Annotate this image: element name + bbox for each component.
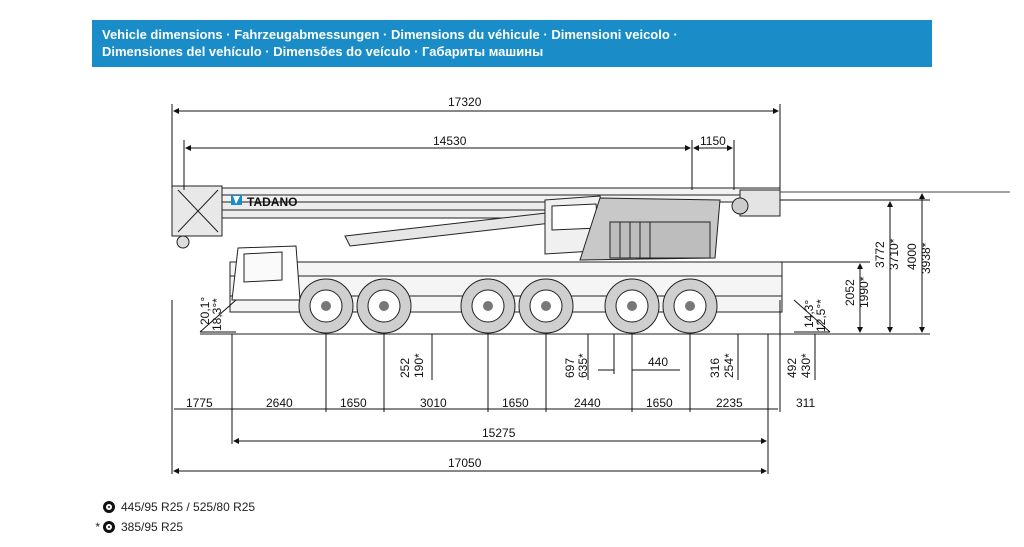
dim-boom-length: 14530 bbox=[433, 134, 467, 148]
wheels bbox=[298, 278, 718, 334]
wheel-2 bbox=[356, 278, 412, 334]
span-1650-b: 1650 bbox=[502, 396, 529, 410]
dim-height-4000: 4000 bbox=[905, 243, 919, 270]
dim-height-2052: 2052 bbox=[843, 279, 857, 306]
clearance-252: 252 bbox=[398, 358, 412, 378]
span-1650-c: 1650 bbox=[646, 396, 673, 410]
superstructure bbox=[544, 195, 721, 261]
top-dimensions bbox=[171, 104, 781, 190]
legend-row-standard: 445/95 R25 / 525/80 R25 bbox=[90, 497, 255, 517]
clearance-492: 492 bbox=[785, 358, 799, 378]
legend-row-optional: * 385/95 R25 bbox=[90, 517, 255, 537]
clearance-430: 430* bbox=[799, 353, 813, 378]
span-1650-a: 1650 bbox=[340, 396, 367, 410]
dim-total-length: 17320 bbox=[448, 95, 482, 109]
tyre-icon bbox=[103, 501, 115, 513]
tyre-legend: 445/95 R25 / 525/80 R25 * 385/95 R25 bbox=[90, 497, 255, 537]
departure-angle-rear-b: 12,5°* bbox=[814, 299, 828, 332]
span-2440: 2440 bbox=[574, 396, 601, 410]
clearance-697: 697 bbox=[563, 358, 577, 378]
legend-tyre-optional: 385/95 R25 bbox=[121, 520, 184, 534]
span-1775: 1775 bbox=[186, 396, 213, 410]
span-2640: 2640 bbox=[266, 396, 293, 410]
ground-clearance bbox=[431, 334, 816, 380]
wheel-6 bbox=[662, 278, 718, 334]
span-3010: 3010 bbox=[420, 396, 447, 410]
title-line-1: Vehicle dimensions · Fahrzeugabmessungen… bbox=[102, 27, 678, 42]
wheel-4 bbox=[518, 278, 574, 334]
approach-angle-front-b: 18,3°* bbox=[210, 298, 224, 331]
clearance-254: 254* bbox=[722, 353, 736, 378]
axle-spacing-lines bbox=[171, 300, 781, 474]
span-2235: 2235 bbox=[716, 396, 743, 410]
departure-angle-rear-a: 14,3° bbox=[802, 300, 816, 328]
height-dimensions bbox=[780, 193, 930, 333]
clearance-635: 635* bbox=[576, 353, 590, 378]
dim-rear-overhang: 1150 bbox=[700, 134, 726, 148]
overall-length: 17050 bbox=[448, 456, 482, 470]
span-311: 311 bbox=[796, 396, 815, 410]
approach-angle-front-a: 20,1° bbox=[198, 297, 212, 325]
dim-height-3710: 3710* bbox=[887, 238, 901, 270]
driver-cabin bbox=[231, 245, 301, 301]
brand-logo: TADANO bbox=[231, 195, 297, 209]
dim-height-3772: 3772 bbox=[873, 241, 887, 268]
dim-height-1990: 1990* bbox=[857, 276, 871, 308]
wheel-1 bbox=[298, 278, 354, 334]
title-banner: Vehicle dimensions · Fahrzeugabmessungen… bbox=[92, 20, 932, 67]
brand-text: TADANO bbox=[247, 195, 297, 209]
wheel-5 bbox=[604, 278, 660, 334]
angle-markers bbox=[199, 299, 831, 333]
legend-asterisk: * bbox=[95, 520, 100, 534]
wheel-3 bbox=[460, 278, 516, 334]
legend-tyre-standard: 445/95 R25 / 525/80 R25 bbox=[121, 500, 256, 514]
clearance-190: 190* bbox=[412, 353, 426, 378]
tyre-icon bbox=[103, 521, 115, 533]
width-440: 440 bbox=[648, 355, 668, 369]
dim-height-3938: 3938* bbox=[919, 242, 933, 274]
wheelbase-length: 15275 bbox=[482, 426, 516, 440]
clearance-316: 316 bbox=[708, 358, 722, 378]
title-line-2: Dimensiones del vehículo · Dimensões do … bbox=[102, 44, 544, 59]
